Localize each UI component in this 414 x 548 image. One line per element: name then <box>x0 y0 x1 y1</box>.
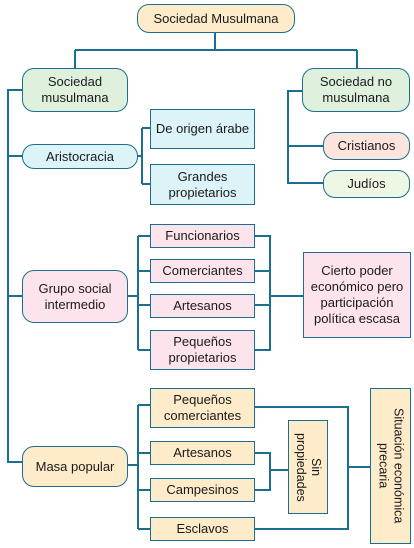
node-comerciantes: Comerciantes <box>150 259 255 283</box>
node-grupo-social-intermedio: Grupo social intermedio <box>22 270 128 323</box>
node-artesanos-masa: Artesanos <box>150 441 255 465</box>
note-situacion-economica-precaria: Situación económica precaria <box>370 388 411 544</box>
node-funcionarios: Funcionarios <box>150 224 255 248</box>
node-cristianos: Cristianos <box>323 132 410 160</box>
note-cierto-poder-economico: Cierto poder económico pero participació… <box>303 252 411 338</box>
node-artesanos-intermedio: Artesanos <box>150 294 255 318</box>
node-judios: Judíos <box>323 170 410 198</box>
node-pequenos-comerciantes: Pequeños comerciantes <box>150 388 255 428</box>
node-sociedad-musulmana: Sociedad musulmana <box>22 68 128 112</box>
node-grandes-propietarios: Grandes propietarios <box>150 164 255 205</box>
node-de-origen-arabe: De origen árabe <box>150 109 255 149</box>
node-sociedad-no-musulmana: Sociedad no musulmana <box>302 68 410 112</box>
node-campesinos: Campesinos <box>150 478 255 502</box>
node-aristocracia: Aristocracia <box>22 144 138 169</box>
diagram-title: Sociedad Musulmana <box>137 4 295 33</box>
note-sin-propiedades: Sin propiedades <box>288 420 328 514</box>
node-masa-popular: Masa popular <box>22 446 128 487</box>
node-pequenos-propietarios: Pequeños propietarios <box>150 330 255 370</box>
node-esclavos: Esclavos <box>150 517 255 541</box>
